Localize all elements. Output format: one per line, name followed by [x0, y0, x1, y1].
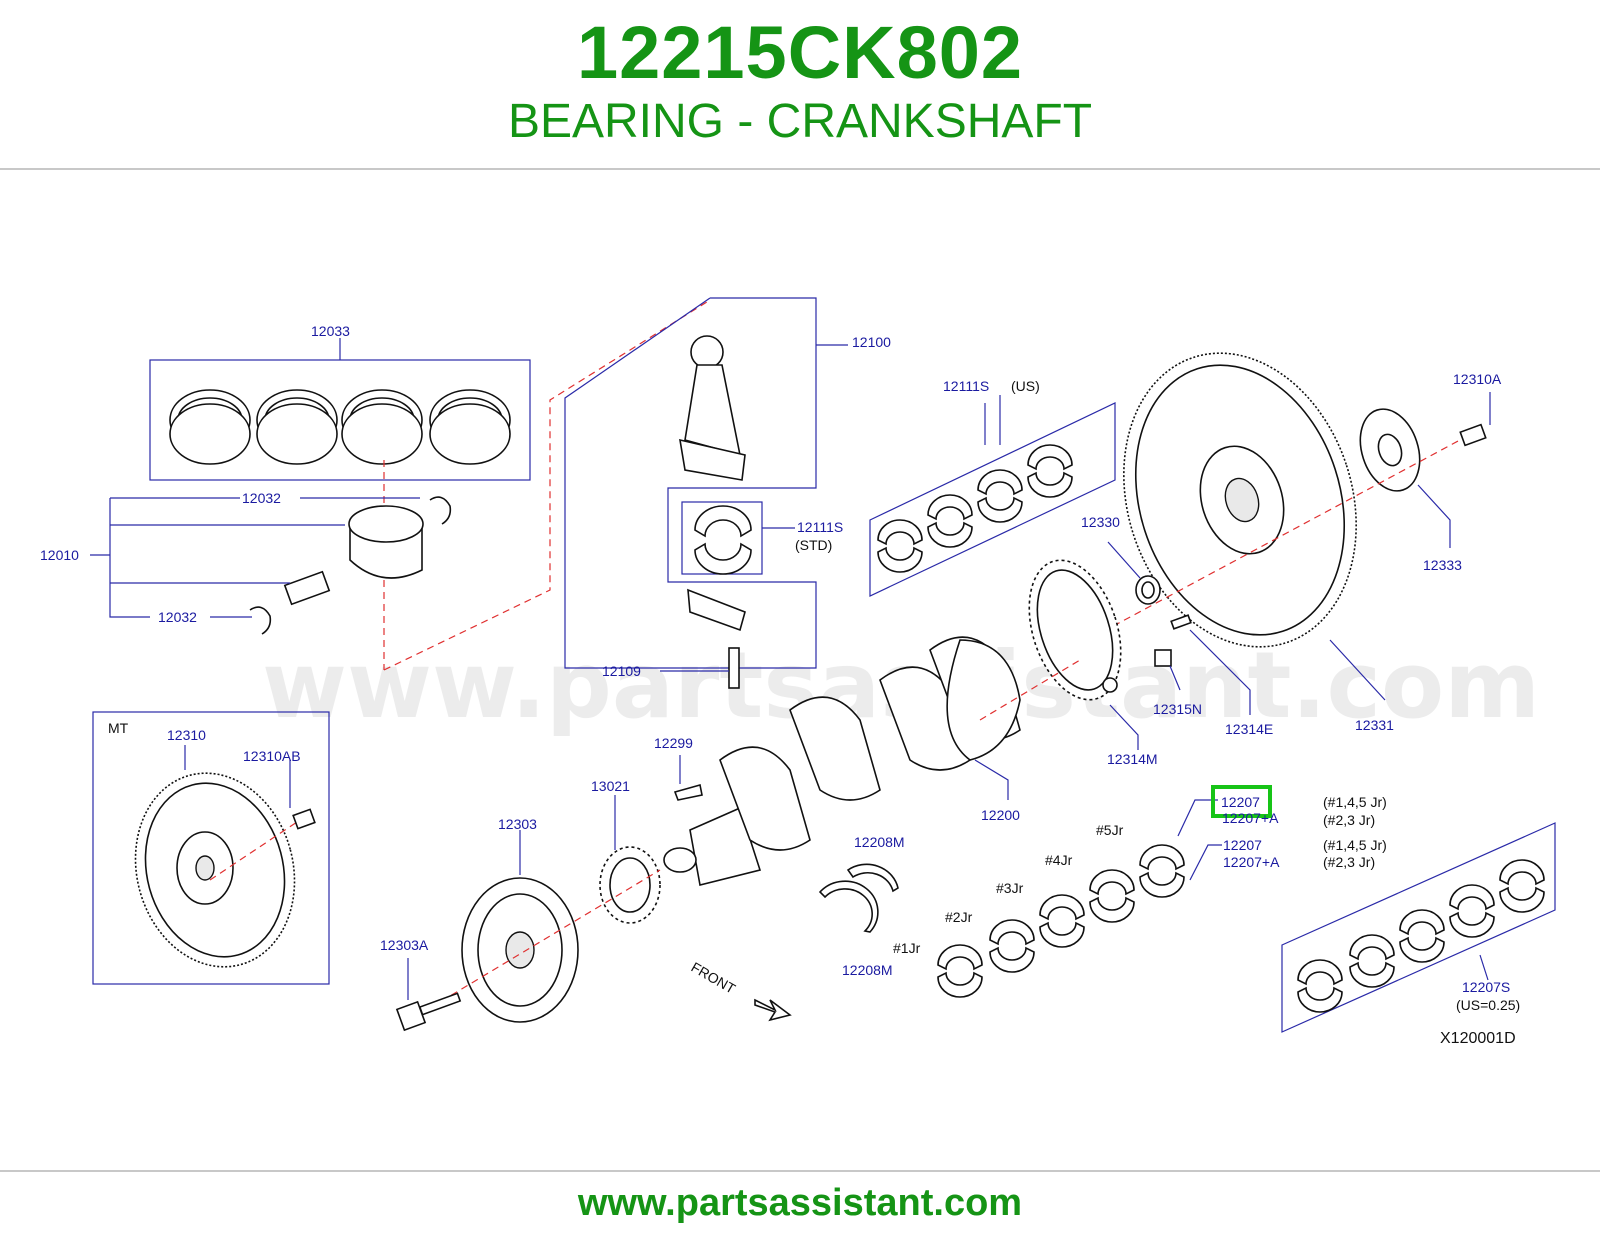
- main-bearings-std[interactable]: [937, 844, 1185, 998]
- label-jr1: #1Jr: [893, 940, 921, 956]
- label-jr145-upper: (#1,4,5 Jr): [1323, 794, 1387, 810]
- label-12330[interactable]: 12330: [1081, 514, 1120, 530]
- label-12315n[interactable]: 12315N: [1153, 701, 1202, 717]
- label-front: FRONT: [689, 959, 739, 997]
- label-jr4: #4Jr: [1045, 852, 1073, 868]
- label-12310ab[interactable]: 12310AB: [243, 748, 301, 764]
- crank-pulley-bolt[interactable]: [395, 992, 462, 1032]
- mt-flywheel-bolt[interactable]: [292, 808, 316, 830]
- label-12207a-upper[interactable]: 12207+A: [1222, 810, 1279, 826]
- label-jr23-upper: (#2,3 Jr): [1323, 812, 1375, 828]
- crank-pulley[interactable]: [461, 877, 579, 1023]
- label-mt: MT: [108, 720, 129, 736]
- mt-flywheel-box: [92, 711, 330, 985]
- highlight-box: [1211, 785, 1272, 818]
- rod-cap[interactable]: [687, 588, 746, 632]
- piston[interactable]: [283, 505, 424, 606]
- us-rod-bearings[interactable]: [877, 444, 1073, 573]
- dowel-pin[interactable]: [1170, 614, 1192, 630]
- label-12207a-lower[interactable]: 12207+A: [1223, 854, 1280, 870]
- label-12303[interactable]: 12303: [498, 816, 537, 832]
- label-12299[interactable]: 12299: [654, 735, 693, 751]
- label-12207s[interactable]: 12207S: [1462, 979, 1510, 995]
- crankshaft[interactable]: [663, 636, 1021, 886]
- header-divider: [0, 168, 1600, 170]
- reinforcement-plate[interactable]: [1350, 401, 1429, 498]
- label-12111s-std[interactable]: 12111S: [797, 519, 843, 535]
- label-jr23-lower: (#2,3 Jr): [1323, 854, 1375, 870]
- label-12100[interactable]: 12100: [852, 334, 891, 350]
- label-jr5: #5Jr: [1096, 822, 1124, 838]
- drive-plate[interactable]: [1087, 323, 1393, 678]
- label-12314e[interactable]: 12314E: [1225, 721, 1273, 737]
- label-13021[interactable]: 13021: [591, 778, 630, 794]
- label-jr3: #3Jr: [996, 880, 1024, 896]
- label-12310[interactable]: 12310: [167, 727, 206, 743]
- label-us025: (US=0.25): [1456, 997, 1520, 1013]
- label-12314m[interactable]: 12314M: [1107, 751, 1158, 767]
- front-arrow: [754, 998, 792, 1022]
- diagram-code: X120001D: [1440, 1030, 1516, 1047]
- us-main-bearing-box: [1281, 822, 1556, 1033]
- label-12207[interactable]: 12207: [1223, 837, 1262, 853]
- us-bearing-box: [869, 402, 1116, 597]
- label-12109[interactable]: 12109: [602, 663, 641, 679]
- rod-bolt[interactable]: [728, 647, 740, 689]
- label-12010[interactable]: 12010: [40, 547, 79, 563]
- std-rod-bearing[interactable]: [694, 505, 752, 575]
- page-header: 12215CK802 BEARING - CRANKSHAFT: [0, 0, 1600, 168]
- label-jr145-lower: (#1,4,5 Jr): [1323, 837, 1387, 853]
- label-std: (STD): [795, 537, 832, 553]
- main-bearings-us[interactable]: [1297, 859, 1545, 1013]
- label-us: (US): [1011, 378, 1040, 394]
- connecting-rod[interactable]: [679, 335, 746, 481]
- footer-url[interactable]: www.partsassistant.com: [577, 1182, 1023, 1224]
- label-12111s-us[interactable]: 12111S: [943, 378, 989, 394]
- label-12207-highlighted[interactable]: 12207: [1221, 794, 1260, 810]
- label-12303a[interactable]: 12303A: [380, 937, 429, 953]
- label-12331[interactable]: 12331: [1355, 717, 1394, 733]
- label-12310a[interactable]: 12310A: [1453, 371, 1502, 387]
- label-12032-upper[interactable]: 12032: [242, 490, 281, 506]
- crankshaft-sprocket[interactable]: [599, 846, 661, 924]
- rear-oil-seal[interactable]: [1135, 575, 1161, 605]
- label-jr2: #2Jr: [945, 909, 973, 925]
- piston-ring-set[interactable]: [169, 389, 511, 465]
- label-12032-lower[interactable]: 12032: [158, 609, 197, 625]
- label-12208m-lower[interactable]: 12208M: [842, 962, 893, 978]
- crankshaft-key[interactable]: [673, 783, 703, 801]
- signal-plate[interactable]: [1013, 549, 1137, 712]
- footer-divider: [0, 1170, 1600, 1172]
- label-12333[interactable]: 12333: [1423, 557, 1462, 573]
- drive-plate-bolt[interactable]: [1459, 423, 1487, 447]
- label-12208m-upper[interactable]: 12208M: [854, 834, 905, 850]
- part-number-title: 12215CK802: [576, 11, 1024, 94]
- signal-plate-bolt[interactable]: [1154, 649, 1172, 667]
- label-12033[interactable]: 12033: [311, 323, 350, 339]
- thrust-washers[interactable]: [818, 863, 899, 933]
- label-12200[interactable]: 12200: [981, 807, 1020, 823]
- mt-flywheel[interactable]: [114, 755, 315, 985]
- part-name-subtitle: BEARING - CRANKSHAFT: [507, 95, 1093, 148]
